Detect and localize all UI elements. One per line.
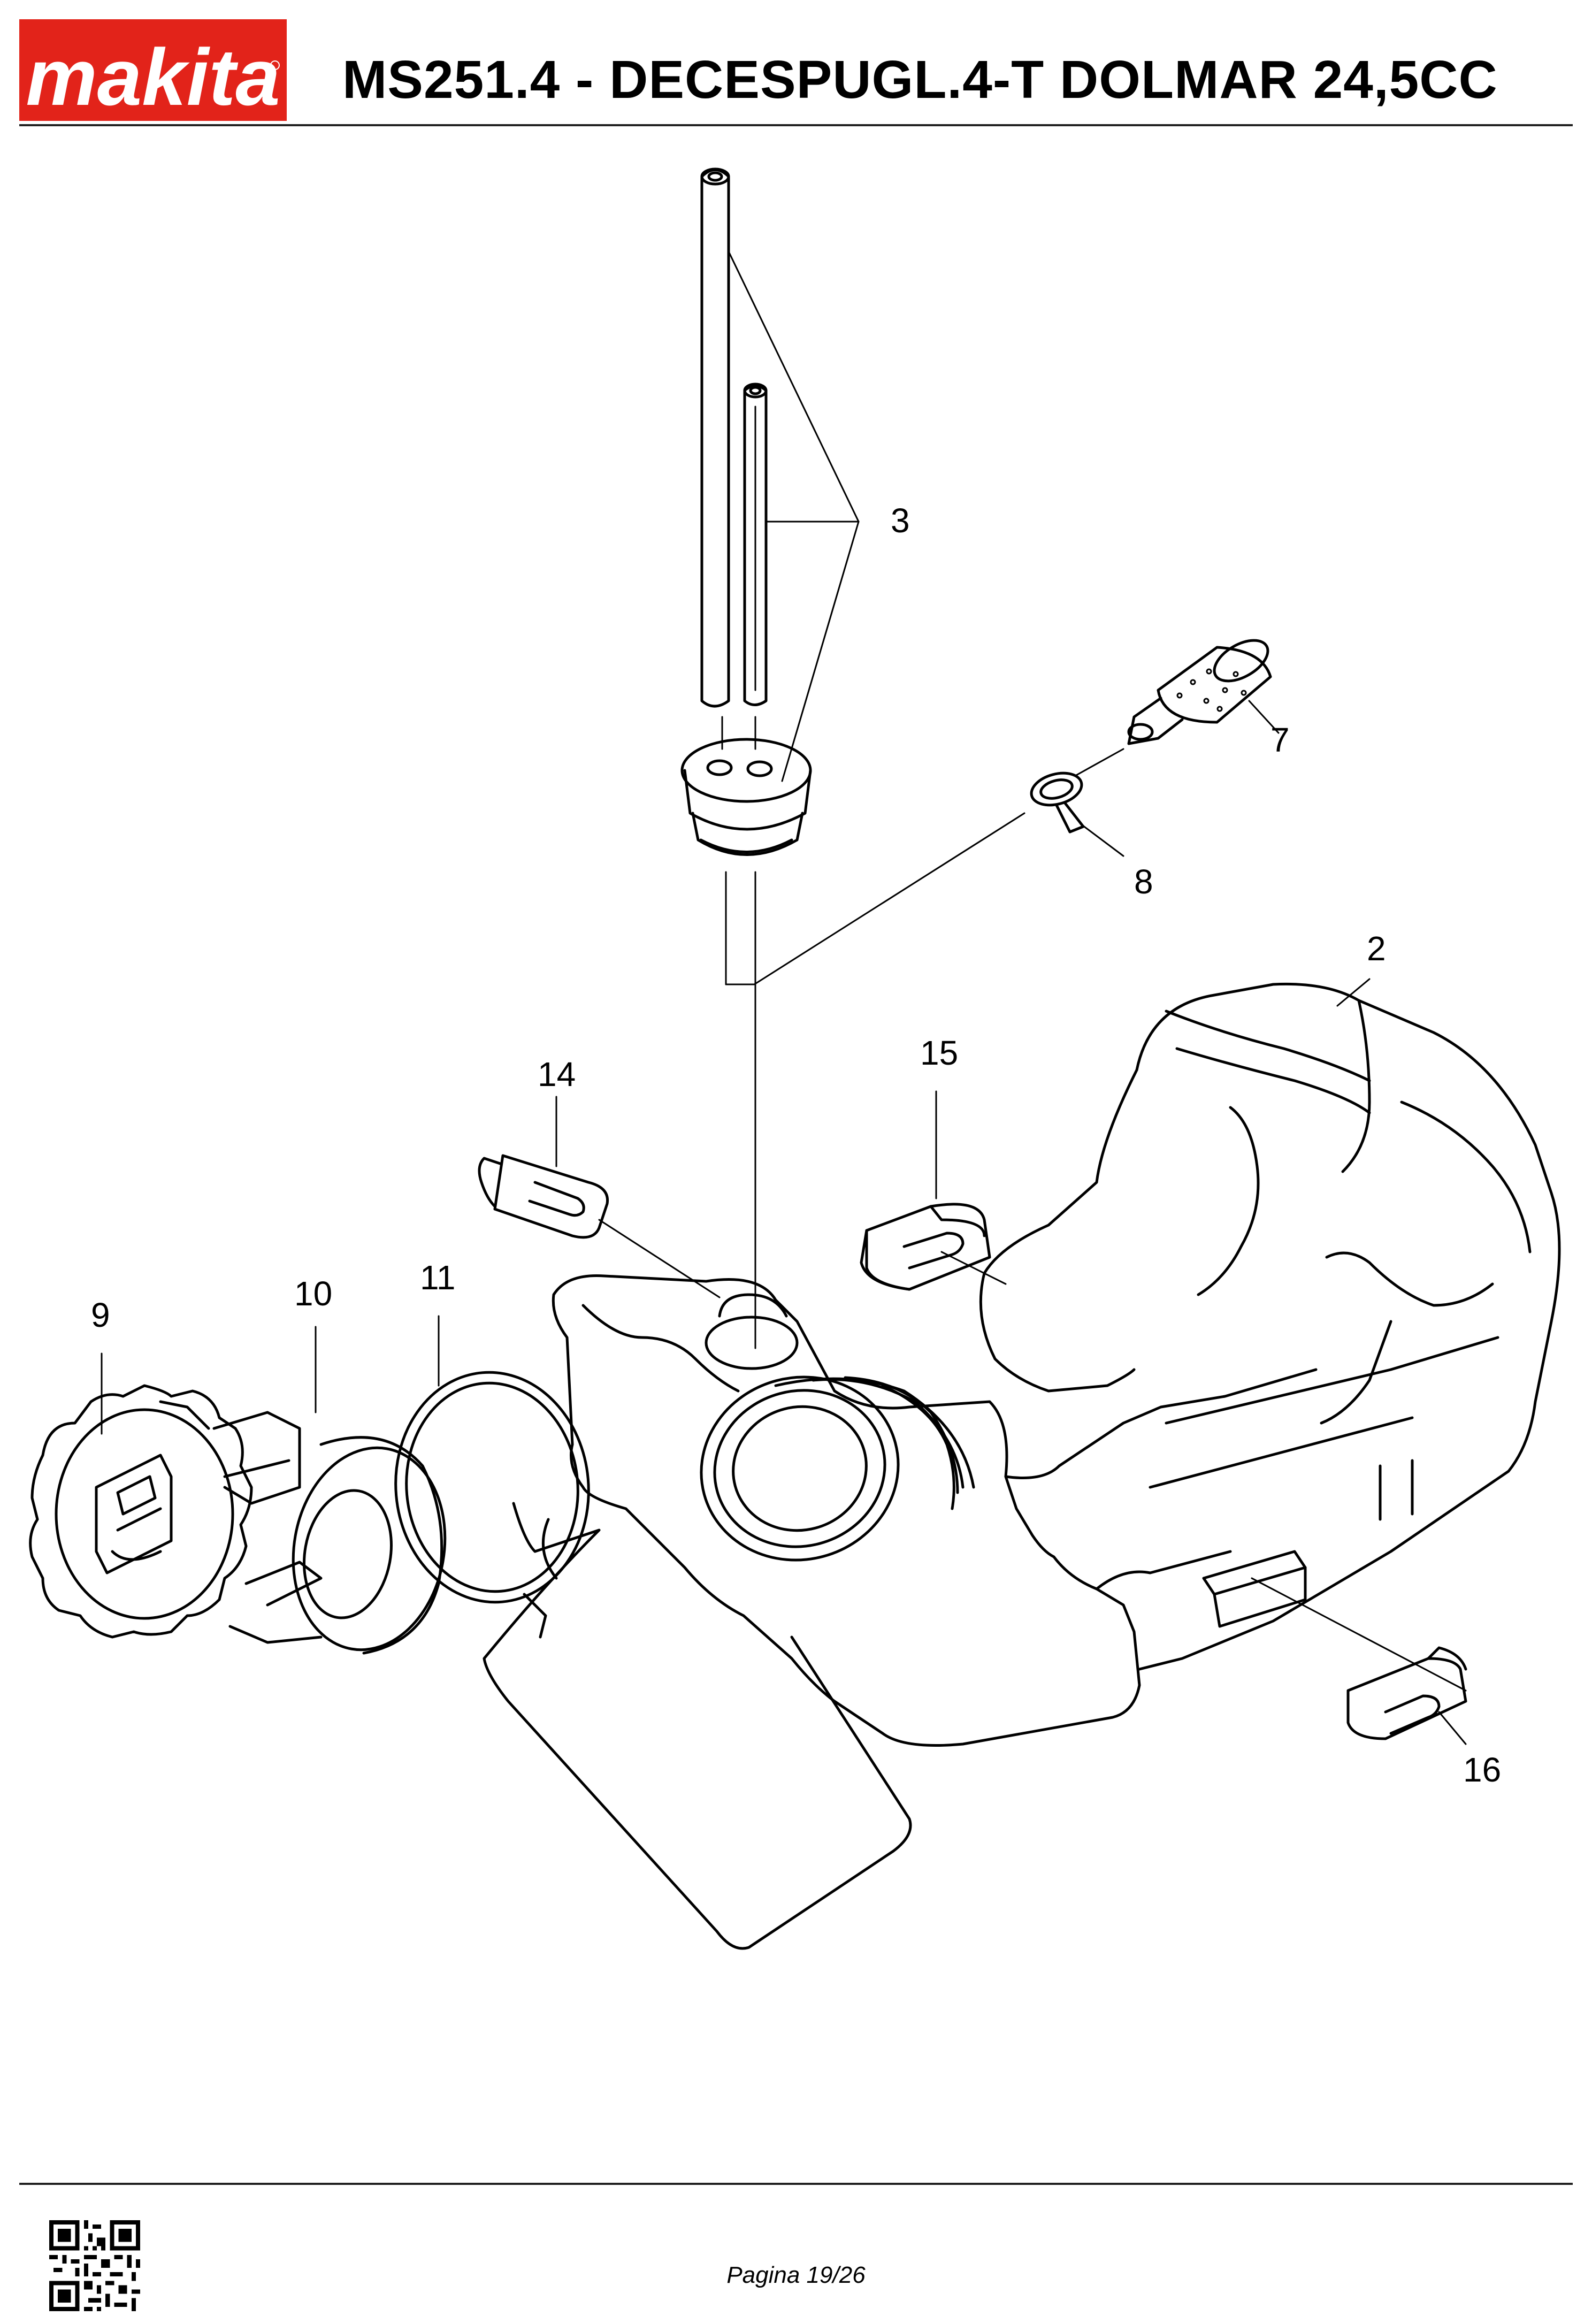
callout-8: 8	[1134, 862, 1153, 901]
part-2-fuel-tank	[483, 982, 1561, 1950]
part-7-fuel-filter	[1074, 639, 1280, 777]
qr-code-icon	[49, 2220, 140, 2311]
part-11-retaining-ring	[394, 1315, 590, 1639]
part-9-fuel-cap	[29, 1352, 323, 1644]
exploded-parts-diagram: 3 7 8 2 15 14 11 10 9 16	[29, 167, 1561, 1950]
part-8-hose-clip	[1030, 771, 1124, 857]
part-3-fuel-hoses	[700, 167, 860, 782]
callout-15: 15	[920, 1034, 958, 1072]
header-divider	[19, 124, 1573, 126]
makita-logo: makita	[19, 19, 287, 121]
svg-text:makita: makita	[26, 32, 280, 121]
page-number: Pagina 19/26	[726, 2262, 866, 2288]
callout-7: 7	[1270, 721, 1290, 759]
callout-9: 9	[91, 1296, 110, 1334]
callout-14: 14	[538, 1055, 576, 1094]
part-16-rubber-buffer	[1346, 1646, 1467, 1745]
footer-divider	[19, 2183, 1573, 2185]
callout-3: 3	[891, 501, 910, 540]
part-10-cap-gasket	[292, 1326, 447, 1655]
part-14-vent-valve	[478, 1154, 721, 1298]
leader-2	[1336, 978, 1371, 1007]
page-title: MS251.4 - DECESPUGL.4-T DOLMAR 24,5CC	[342, 50, 1498, 110]
callout-2: 2	[1367, 929, 1386, 968]
callout-11: 11	[420, 1258, 455, 1297]
callout-10: 10	[294, 1274, 332, 1313]
callout-16: 16	[1463, 1750, 1501, 1789]
grommet	[680, 716, 1025, 1349]
part-15-rubber-buffer	[860, 1203, 1007, 1291]
